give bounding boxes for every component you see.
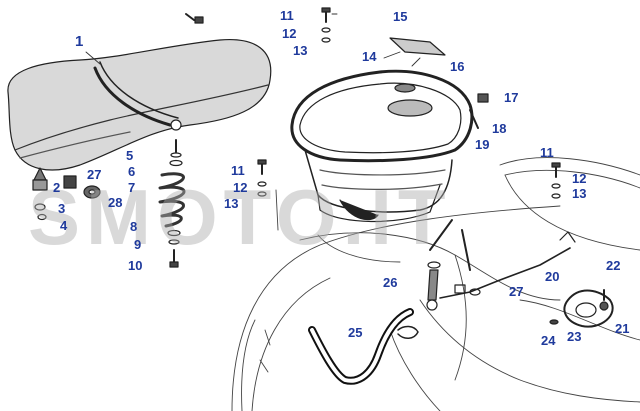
callout-24: 24 [541,333,556,348]
scooter-body-outline [231,157,640,411]
callout-27-tap: 27 [509,284,524,299]
fuel-hose [308,308,414,385]
callout-1: 1 [75,33,84,50]
leader-lines [85,13,421,67]
callout-25: 25 [348,325,363,340]
callout-10: 10 [128,258,143,273]
callout-15: 15 [393,9,408,24]
callout-14: 14 [362,49,377,64]
callout-11-top: 11 [280,8,294,23]
callout-2: 2 [53,180,61,195]
bolt-group-left [257,159,267,197]
seat-spring-assembly [158,13,204,268]
callout-11-right: 11 [540,145,554,160]
callout-3: 3 [58,201,66,216]
callout-17: 17 [504,90,519,105]
callout-22: 22 [606,258,621,273]
callout-6: 6 [128,164,136,179]
callout-8: 8 [130,219,138,234]
callout-13-top: 13 [293,43,308,58]
callout-7: 7 [128,180,136,195]
callout-12-right: 12 [572,171,587,186]
callout-12-top: 12 [282,26,297,41]
bolt-group-top [321,7,331,43]
watermark-text: SMOTO.IT [28,173,452,261]
callout-16: 16 [450,59,465,74]
bolt-group-right [551,162,561,199]
callout-20: 20 [545,269,560,284]
callout-4: 4 [60,218,68,233]
fuel-tank-part [290,37,489,223]
seat-mount-hardware [32,167,101,221]
callout-19: 19 [475,137,490,152]
fuel-tap-assembly [426,219,576,311]
callout-9: 9 [134,237,142,252]
callout-21: 21 [615,321,630,336]
callout-5: 5 [126,148,134,163]
callout-13-left: 13 [224,196,239,211]
seat-part [7,38,272,171]
callout-13-right: 13 [572,186,587,201]
filter-cover-assembly [397,289,614,339]
callout-28: 28 [108,195,123,210]
callout-27-seat: 27 [87,167,102,182]
callout-18: 18 [492,121,507,136]
callout-12-left: 12 [233,180,248,195]
callout-11-left: 11 [231,163,245,178]
callout-26: 26 [383,275,398,290]
callout-23: 23 [567,329,582,344]
